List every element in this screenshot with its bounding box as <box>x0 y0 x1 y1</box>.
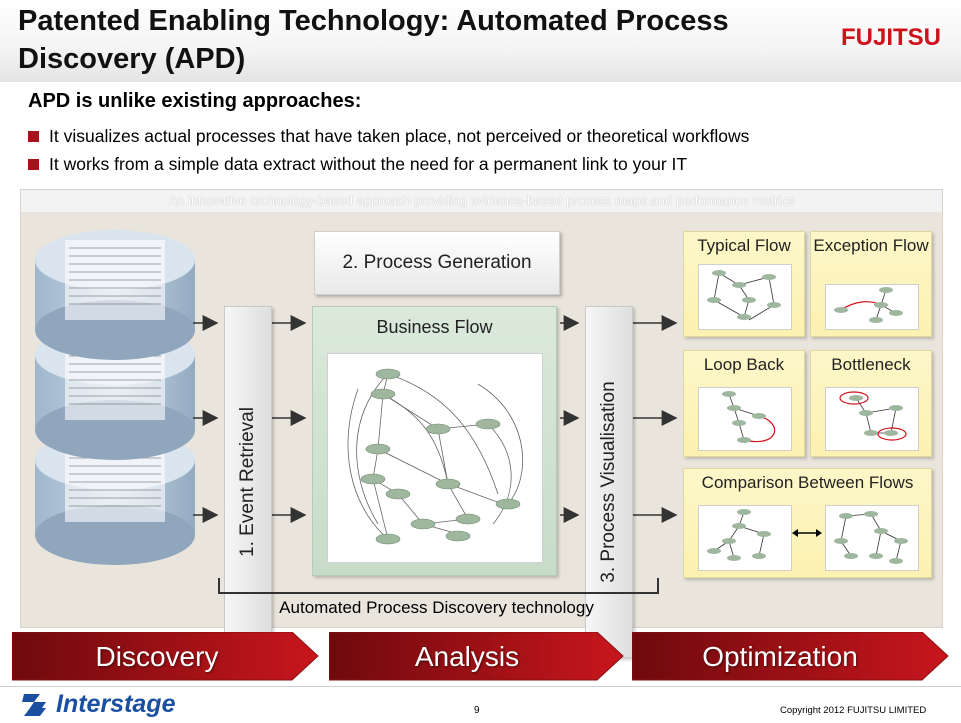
comparison-title: Comparison Between Flows <box>701 473 914 492</box>
flow-graph-icon <box>707 509 771 561</box>
business-flow-graph <box>327 353 543 563</box>
event-retrieval-step: 1. Event Retrieval <box>224 306 272 658</box>
subheading: APD is unlike existing approaches: <box>28 90 362 112</box>
process-generation-label: 2. Process Generation <box>342 252 532 273</box>
typical-flow-title: Typical Flow <box>697 236 791 255</box>
phase-optimization: Optimization <box>631 631 950 681</box>
exception-flow-title: Exception Flow <box>813 236 929 255</box>
slide-title: Patented Enabling Technology: Automated … <box>18 5 729 75</box>
footer-divider <box>0 686 961 687</box>
title-band <box>0 0 961 82</box>
bullet-text: It visualizes actual processes that have… <box>49 126 750 146</box>
loop-back-title: Loop Back <box>703 355 785 374</box>
comparison-graph-left <box>698 505 792 571</box>
fujitsu-logo-text: FUJITSU <box>840 24 941 51</box>
interstage-logo-icon <box>22 694 46 716</box>
process-visualisation-step: 3. Process Visualisation <box>585 306 633 658</box>
bullet-square-icon <box>28 131 39 142</box>
bottleneck-panel: Bottleneck <box>810 350 932 457</box>
interstage-brand: Interstage <box>56 690 176 718</box>
comparison-graph-right <box>825 505 919 571</box>
event-retrieval-label: 1. Event Retrieval <box>237 407 258 557</box>
compare-arrow-icon <box>792 529 822 537</box>
typical-flow-panel: Typical Flow <box>683 231 805 337</box>
page-number: 9 <box>474 705 480 716</box>
apd-diagram: An innovative technology-based approach … <box>20 189 943 658</box>
fujitsu-logo: FUJITSU <box>841 24 941 52</box>
bottleneck-graph <box>825 387 919 451</box>
exception-flow-panel: Exception Flow <box>810 231 932 337</box>
database-cylinders-icon <box>35 230 195 565</box>
chevron-arrow-icon <box>11 631 319 681</box>
process-generation-step: 2. Process Generation <box>314 231 560 295</box>
typical-flow-graph <box>698 264 792 330</box>
bullet-text: It works from a simple data extract with… <box>49 154 688 174</box>
technology-label: Automated Process Discovery technology <box>279 598 594 617</box>
flow-graph-icon <box>839 391 907 441</box>
loop-back-graph <box>698 387 792 451</box>
bullet-item: It works from a simple data extract with… <box>28 154 687 175</box>
flow-graph-icon <box>834 287 903 323</box>
diagram-tagline: An innovative technology-based approach … <box>21 190 942 212</box>
bottleneck-title: Bottleneck <box>831 355 911 374</box>
flow-graph-icon <box>834 511 908 564</box>
exception-flow-graph <box>825 284 919 330</box>
bullet-square-icon <box>28 159 39 170</box>
flow-graph-icon <box>722 391 776 443</box>
process-graph-icon <box>347 368 524 545</box>
business-flow-title: Business Flow <box>376 317 493 337</box>
bullet-item: It visualizes actual processes that have… <box>28 126 749 147</box>
chevron-arrow-icon <box>631 631 949 681</box>
process-visualisation-label: 3. Process Visualisation <box>598 381 619 583</box>
flow-arrows <box>193 315 678 523</box>
loop-back-panel: Loop Back <box>683 350 805 457</box>
phase-optimization-label: Optimization <box>702 641 858 672</box>
phase-analysis: Analysis <box>328 631 625 681</box>
tagline-text: An innovative technology-based approach … <box>168 193 795 208</box>
phase-analysis-label: Analysis <box>414 641 520 672</box>
business-flow-panel: Business Flow <box>312 306 557 576</box>
copyright: Copyright 2012 FUJITSU LIMITED <box>780 705 927 716</box>
chevron-arrow-icon <box>328 631 624 681</box>
comparison-panel: Comparison Between Flows <box>683 468 932 578</box>
phase-discovery: Discovery <box>11 631 320 681</box>
technology-bracket <box>218 578 659 594</box>
flow-graph-icon <box>707 270 781 321</box>
phase-discovery-label: Discovery <box>95 641 219 672</box>
